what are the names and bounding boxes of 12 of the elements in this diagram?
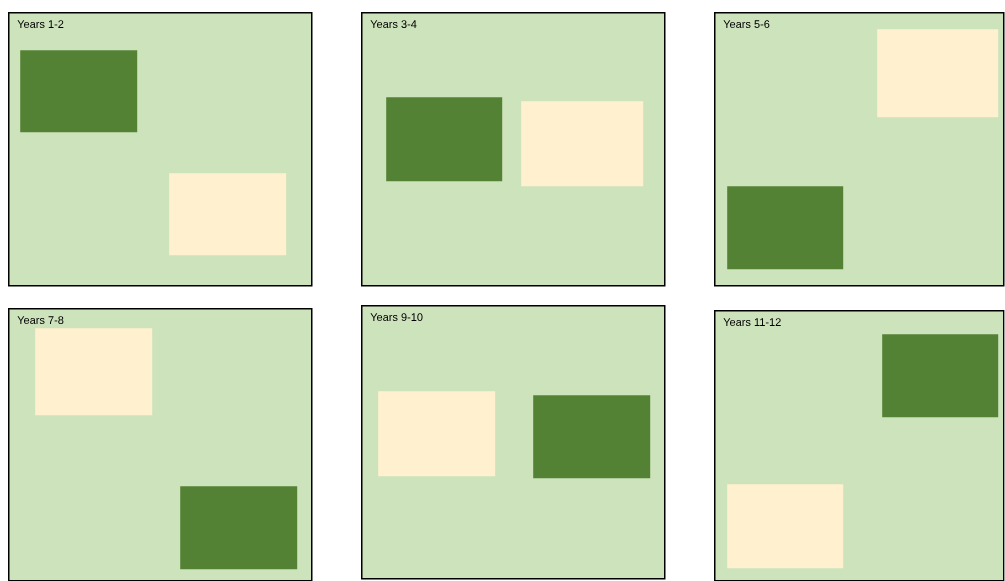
filled-box [727, 186, 844, 270]
filled-box [882, 334, 999, 418]
filled-box [727, 484, 844, 569]
filled-box [35, 328, 153, 416]
filled-box [521, 101, 644, 187]
filled-box [386, 97, 503, 182]
filled-box [877, 29, 999, 118]
filled-box [533, 395, 651, 479]
filled-box [180, 486, 298, 570]
filled-box [378, 391, 496, 477]
filled-box [20, 50, 138, 133]
filled-box [169, 173, 287, 256]
